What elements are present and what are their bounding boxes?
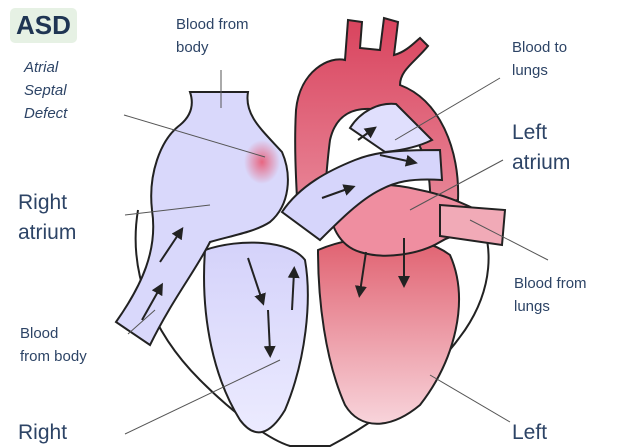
septal-defect [244, 140, 280, 184]
pulmonary-vein [440, 205, 505, 245]
left-ventricle [318, 237, 459, 424]
right-ventricle [204, 243, 308, 433]
leader-line [430, 375, 510, 422]
